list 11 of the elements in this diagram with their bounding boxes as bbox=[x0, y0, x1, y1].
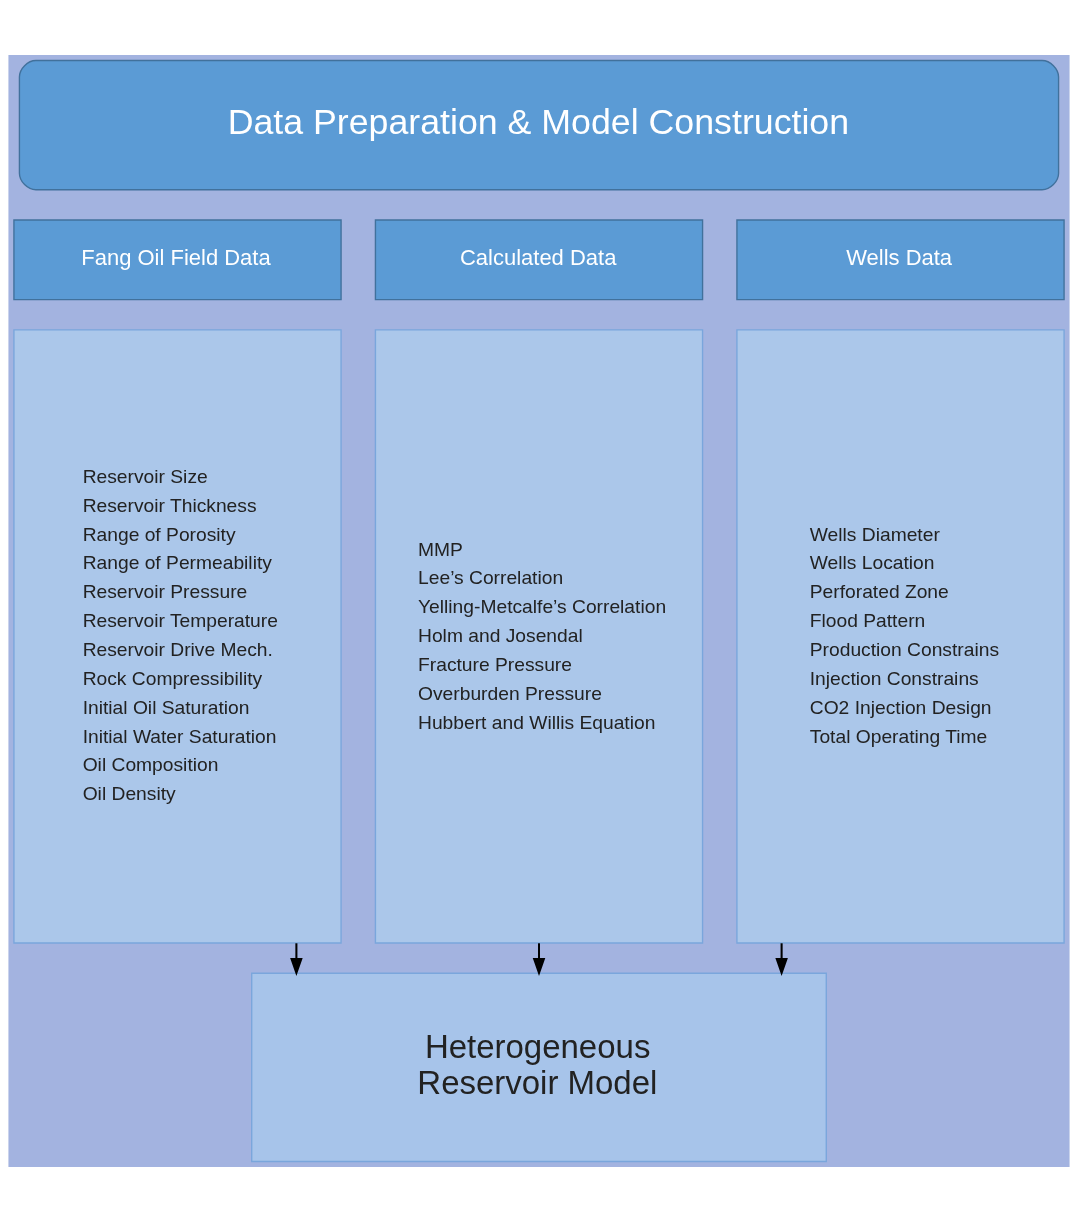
node-box: MMP Lee’s Correlation Yelling-Metcalfe’s Correlation Holm and Josendal Fracture Pressure Overburden Pressure Hubbert and Willis Equation bbox=[374, 328, 704, 944]
arrow bbox=[290, 942, 303, 976]
node-box: Data Preparation & Model Construction bbox=[18, 59, 1060, 190]
node-box: Wells Data bbox=[736, 218, 1065, 300]
node-box: Calculated Data bbox=[374, 218, 704, 300]
arrow bbox=[532, 942, 546, 976]
node-box: Heterogeneous Reservoir Model bbox=[251, 972, 827, 1162]
arrow bbox=[775, 942, 788, 976]
node-box: Fang Oil Field Data bbox=[13, 218, 342, 300]
node-box: Wells Diameter Wells Location Perforated Zone Flood Pattern Production Constrains Injection Constrains CO2 Injection Design Total Operating Time bbox=[736, 328, 1065, 944]
node-box: Reservoir Size Reservoir Thickness Range of Porosity Range of Permeability Reservoir Pressure Reservoir Temperature Reservoir Drive Mech. Rock Compressibility Initial Oil Saturation Initial Water Saturation Oil Composition Oil Density bbox=[13, 328, 342, 944]
